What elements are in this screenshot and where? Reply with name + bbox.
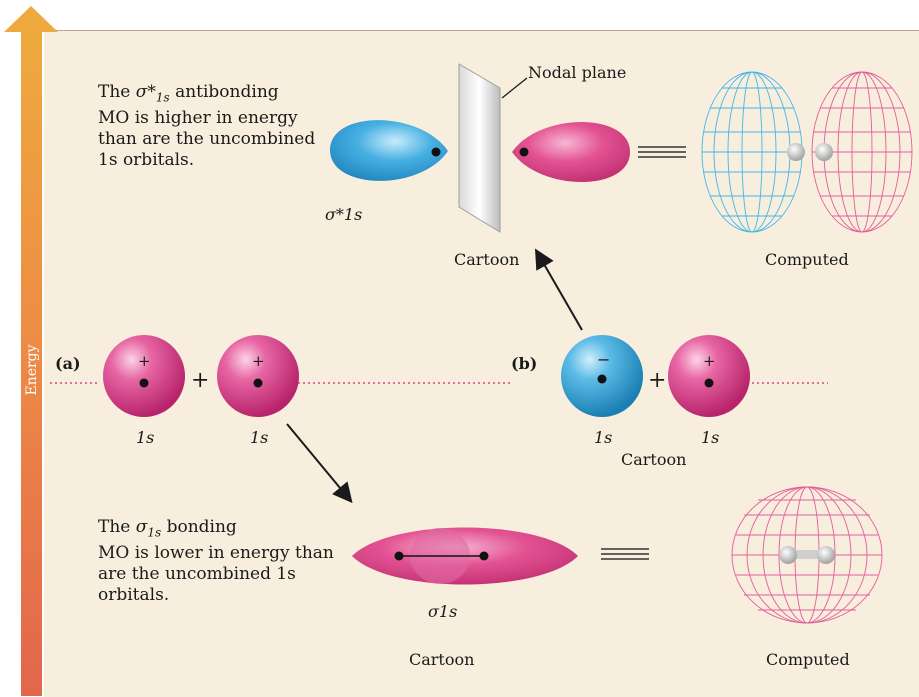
antibonding-subscript: 1s <box>156 90 170 104</box>
plus-sign-a: + <box>191 368 209 393</box>
antibonding-description-line1: The σ*1s antibonding <box>98 82 338 108</box>
bonding-subscript: 1s <box>147 525 161 539</box>
antibonding-orbital-label: σ*1s <box>325 205 362 224</box>
antibonding-description-line2: MO is higher in energy <box>98 108 338 129</box>
nodal-plane-pointer <box>502 78 527 98</box>
orbital-b2-sign: + <box>703 352 716 370</box>
antibonding-cartoon-label: Cartoon <box>454 250 519 269</box>
bonding-description-line4: orbitals. <box>98 585 348 606</box>
computed-bonding-mesh <box>732 487 882 623</box>
arrow-to-antibonding <box>537 252 582 330</box>
bonding-description-line2: MO is lower in energy than <box>98 543 348 564</box>
orbital-b1-label: 1s <box>594 428 612 447</box>
equivalence-sign-bonding <box>601 549 649 559</box>
part-a-label: (a) <box>55 354 81 373</box>
plus-sign-b: + <box>648 368 666 393</box>
antibonding-symbol: σ* <box>136 82 156 102</box>
part-b-label: (b) <box>511 354 537 373</box>
orbital-a1-sign: + <box>138 352 151 370</box>
bonding-orbital-label: σ1s <box>428 602 457 621</box>
orbital-1s-b-right <box>668 335 750 417</box>
arrow-to-bonding <box>287 424 350 500</box>
part-b-cartoon-label: Cartoon <box>621 450 686 469</box>
orbital-a2-label: 1s <box>250 428 268 447</box>
orbital-1s-a-right <box>217 335 299 417</box>
orbital-1s-a-left <box>103 335 185 417</box>
bonding-description: The σ1s bonding MO is lower in energy th… <box>98 517 348 606</box>
bonding-cartoon-label: Cartoon <box>409 650 474 669</box>
orbital-b2-label: 1s <box>701 428 719 447</box>
equivalence-sign-antibonding <box>638 147 686 157</box>
orbital-a2-sign: + <box>252 352 265 370</box>
orbital-b1-sign: − <box>597 350 610 369</box>
orbital-a1-label: 1s <box>136 428 154 447</box>
antibonding-description-line4: 1s orbitals. <box>98 150 338 171</box>
antibonding-pink-lobe <box>512 122 630 182</box>
nodal-plane <box>459 64 500 232</box>
bonding-computed-label: Computed <box>766 650 850 669</box>
antibonding-description-line3: than are the uncombined <box>98 129 338 150</box>
orbital-1s-b-left <box>561 335 643 417</box>
bonding-symbol: σ <box>136 517 148 537</box>
antibonding-computed-label: Computed <box>765 250 849 269</box>
computed-antibonding-mesh <box>702 72 912 232</box>
antibonding-description: The σ*1s antibonding MO is higher in ene… <box>98 82 338 171</box>
bonding-description-line1: The σ1s bonding <box>98 517 348 543</box>
nodal-plane-label: Nodal plane <box>528 63 626 82</box>
bonding-description-line3: are the uncombined 1s <box>98 564 348 585</box>
antibonding-blue-lobe <box>330 120 448 181</box>
bonding-cartoon-orbital <box>352 528 578 585</box>
